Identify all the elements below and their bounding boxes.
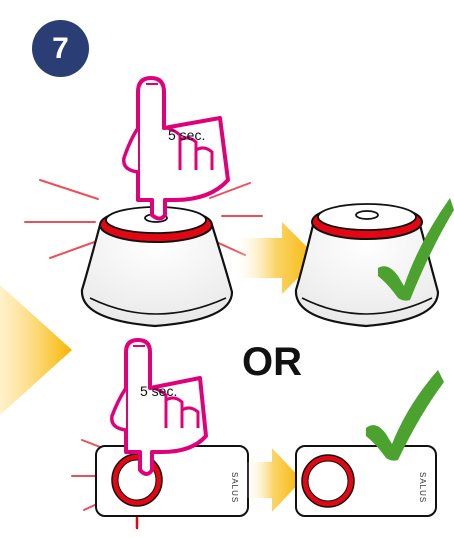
result-device-brand: SALUS bbox=[418, 472, 427, 503]
or-separator-label: OR bbox=[242, 340, 302, 385]
step-number: 7 bbox=[52, 32, 69, 66]
big-left-arrow bbox=[0, 285, 72, 415]
pressed-device-brand: SALUS bbox=[230, 472, 239, 503]
step-number-badge: 7 bbox=[32, 20, 89, 77]
usb-dongle-pressed: SALUS bbox=[96, 446, 248, 516]
usb-dongle-result: SALUS bbox=[296, 446, 436, 516]
bottom-duration-label: 5 sec. bbox=[140, 383, 177, 399]
bottom-row-arrow bbox=[244, 448, 302, 512]
gateway-hub-pressed bbox=[82, 207, 232, 326]
top-duration-label: 5 sec. bbox=[168, 127, 205, 143]
